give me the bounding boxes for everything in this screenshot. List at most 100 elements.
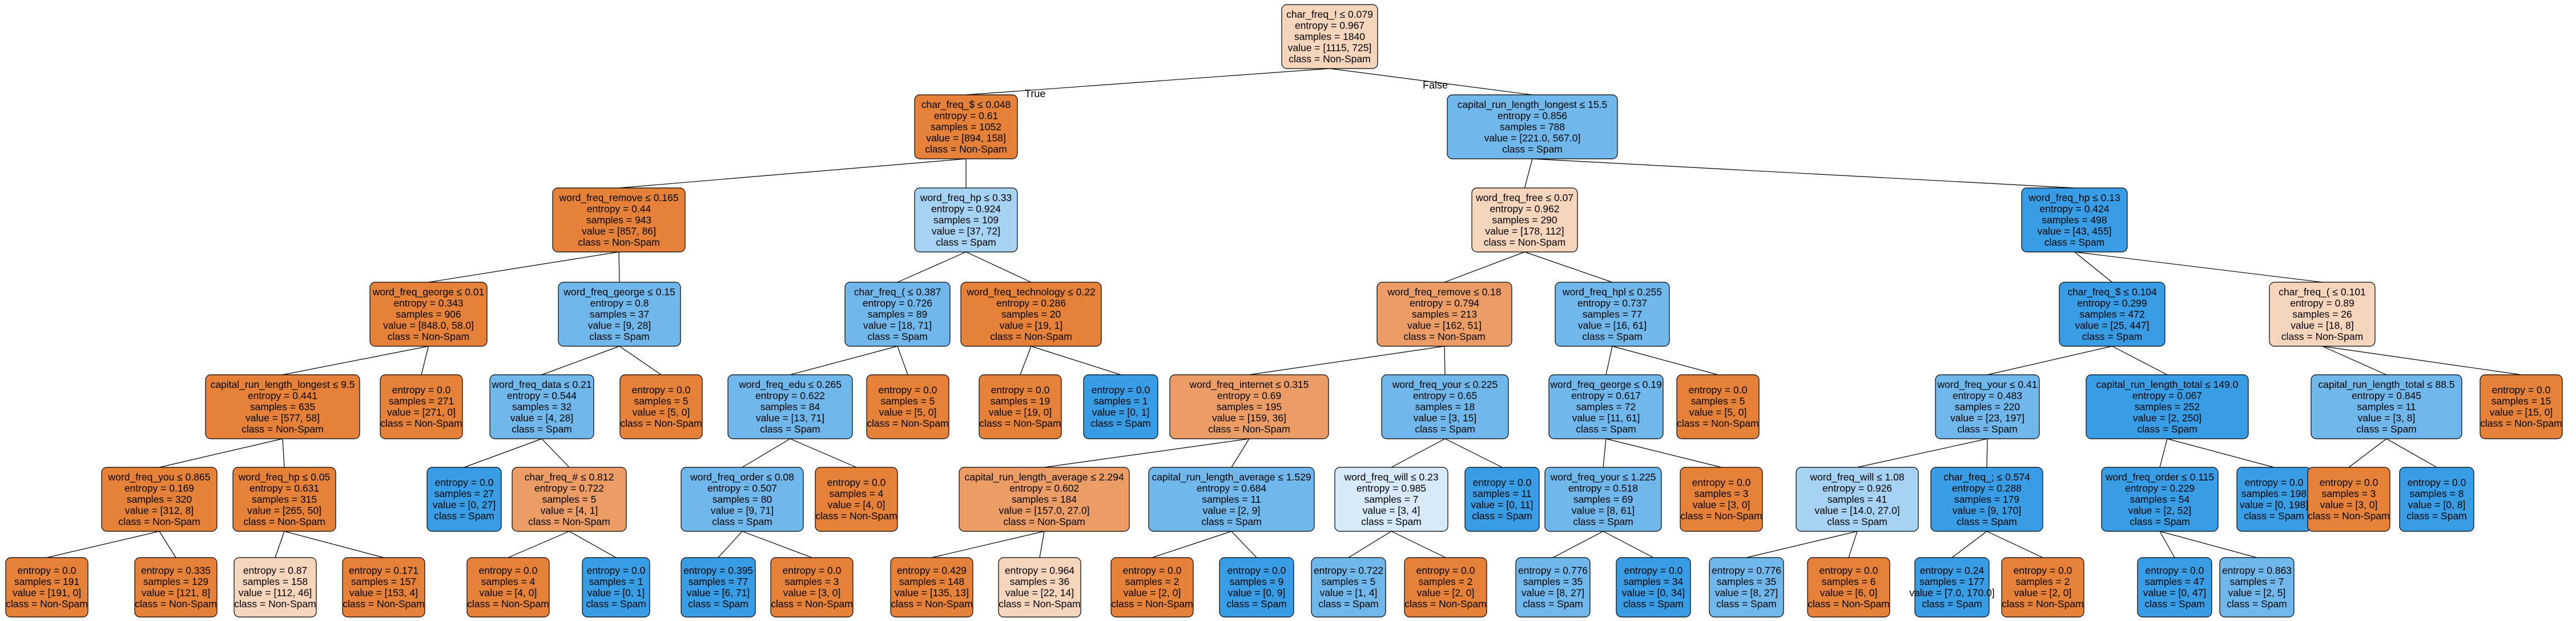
tree-node-line: word_freq_order ≤ 0.115 <box>2105 471 2214 483</box>
tree-edge <box>275 531 285 558</box>
tree-node-line: class = Non-Spam <box>925 143 1007 155</box>
tree-node-box <box>890 557 973 618</box>
tree-edge <box>790 346 898 375</box>
tree-node-line: samples = 26 <box>2292 309 2352 320</box>
tree-edge <box>1605 438 1722 468</box>
tree-node-line: entropy = 0.863 <box>2222 565 2292 576</box>
tree-node-line: entropy = 0.845 <box>2352 390 2421 401</box>
tree-node-box <box>1544 467 1662 532</box>
tree-node-line: word_freq_will ≤ 1.08 <box>1809 471 1904 483</box>
tree-node-line: class = Spam <box>688 598 748 610</box>
tree-node-line: entropy = 0.0 <box>2320 477 2378 488</box>
tree-node-box <box>2307 467 2390 532</box>
tree-node-line: word_freq_order ≤ 0.08 <box>690 471 794 483</box>
tree-edge <box>1391 531 1446 558</box>
tree-node-box <box>1796 467 1919 532</box>
tree-node-line: value = [25, 447] <box>2075 319 2150 331</box>
tree-node-line: value = [2, 0] <box>1124 587 1181 599</box>
tree-node-line: entropy = 0.776 <box>1712 565 1781 576</box>
tree-node-box <box>552 187 686 253</box>
tree-node-line: entropy = 0.0 <box>479 565 538 576</box>
tree-node-line: samples = 498 <box>2042 214 2107 226</box>
tree-node-line: class = Non-Spam <box>388 331 469 342</box>
tree-node-line: samples = 320 <box>127 494 192 505</box>
tree-node-line: value = [178, 112] <box>1485 225 1564 237</box>
tree-node-line: class = Non-Spam <box>1808 598 1889 610</box>
tree-node-line: class = Spam <box>1090 418 1151 429</box>
tree-edge <box>1249 346 1445 375</box>
tree-node-line: entropy = 0.926 <box>1822 482 1892 494</box>
tree-node-line: value = [6, 0] <box>1820 587 1878 599</box>
tree-node-line: class = Non-Spam <box>2002 598 2083 610</box>
tree-node-box <box>2311 374 2462 439</box>
tree-node-line: samples = 11 <box>2357 401 2416 412</box>
tree-node-line: entropy = 0.518 <box>1568 482 1638 494</box>
tree-node-line: entropy = 0.0 <box>1123 565 1182 576</box>
tree-node-line: samples = 54 <box>2130 494 2190 505</box>
tree-node-line: class = Spam <box>1318 598 1379 610</box>
tree-node-line: samples = 290 <box>1492 214 1557 226</box>
tree-node-line: value = [121, 8] <box>142 587 210 599</box>
tree-node-box <box>234 557 317 618</box>
tree-edge <box>897 346 908 375</box>
tree-node-line: samples = 4 <box>481 576 536 587</box>
tree-node-line: samples = 4 <box>830 488 884 499</box>
tree-edge <box>1603 438 1607 468</box>
tree-node-line: entropy = 0.602 <box>1009 482 1079 494</box>
tree-node-line: samples = 72 <box>1576 401 1636 412</box>
tree-node: capital_run_length_average ≤ 1.529entrop… <box>1148 467 1315 532</box>
tree-node-line: entropy = 0.737 <box>1577 297 1647 309</box>
tree-node-line: entropy = 0.335 <box>141 565 211 576</box>
tree-node-line: samples = 2 <box>1419 576 1473 587</box>
tree-node-line: entropy = 0.299 <box>2077 297 2147 309</box>
tree-node-line: word_freq_hp ≤ 0.05 <box>238 471 330 483</box>
tree-node-line: entropy = 0.722 <box>1314 565 1383 576</box>
tree-node-line: word_freq_technology ≤ 0.22 <box>966 286 1096 298</box>
tree-node-line: entropy = 0.0 <box>2014 565 2072 576</box>
tree-node-line: class = Spam <box>1827 516 1887 527</box>
tree-node-line: entropy = 0.0 <box>392 384 451 396</box>
tree-node-line: class = Spam <box>1957 423 2018 435</box>
tree-edge <box>1552 531 1604 558</box>
tree-node-box <box>1219 557 1294 618</box>
tree-node-box <box>1515 557 1591 618</box>
tree-edge <box>1348 531 1392 558</box>
tree-node-line: word_freq_your ≤ 0.41 <box>1937 379 2038 391</box>
tree-node-line: samples = 158 <box>243 576 308 587</box>
tree-node-line: class = Spam <box>1523 598 1583 610</box>
tree-node-line: samples = 18 <box>1415 401 1475 412</box>
tree-node-line: class = Spam <box>760 423 820 435</box>
tree-node-line: entropy = 0.424 <box>2039 203 2109 214</box>
tree-node-line: value = [16, 61] <box>1578 319 1647 331</box>
tree-node-line: class = Non-Spam <box>620 418 702 429</box>
tree-node-box <box>770 557 854 618</box>
tree-node-line: samples = 3 <box>785 576 839 587</box>
tree-node-box <box>2137 557 2212 618</box>
tree-edge <box>1987 346 2112 375</box>
tree-node-line: word_freq_george ≤ 0.01 <box>372 286 484 298</box>
tree-node-line: value = [0, 11] <box>1471 499 1533 511</box>
tree-node-line: char_freq_( ≤ 0.387 <box>854 286 941 298</box>
tree-node-line: entropy = 0.0 <box>1092 384 1150 396</box>
tree-node-line: samples = 19 <box>991 395 1050 407</box>
tree-node-line: entropy = 0.0 <box>18 565 77 576</box>
tree-edge <box>1612 346 1718 375</box>
tree-node-line: samples = 32 <box>512 401 572 412</box>
tree-node-line: value = [2, 250] <box>2133 412 2201 423</box>
tree-node-line: class = Non-Spam <box>578 237 659 248</box>
tree-node-line: entropy = 0.0 <box>827 477 886 488</box>
tree-node-line: value = [19, 1] <box>1000 319 1062 331</box>
tree-node-box <box>342 557 425 618</box>
tree-node-line: word_freq_hp ≤ 0.13 <box>2028 192 2120 204</box>
